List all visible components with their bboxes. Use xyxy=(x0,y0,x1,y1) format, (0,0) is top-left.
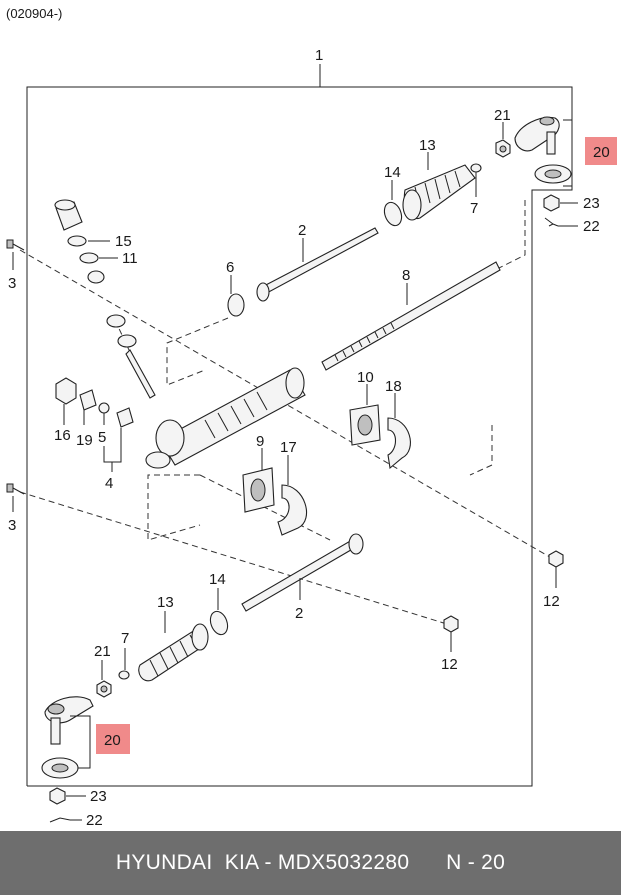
callout-15: 15 xyxy=(115,233,132,250)
callout-22-upper: 22 xyxy=(583,218,600,235)
callout-13-upper: 13 xyxy=(419,137,436,154)
boot-clamp-lower xyxy=(209,588,229,636)
yoke-plug-19 xyxy=(79,389,97,425)
mounting-bracket-18 xyxy=(387,393,411,470)
bellows-boot-lower xyxy=(138,611,209,682)
callout-11: 11 xyxy=(122,250,138,267)
rack xyxy=(321,261,501,371)
pinion-shaft xyxy=(87,270,156,399)
callout-12-lower: 12 xyxy=(441,656,458,673)
callout-6: 6 xyxy=(226,259,234,276)
callout-17: 17 xyxy=(280,439,297,456)
callout-2-upper: 2 xyxy=(298,222,306,239)
jam-nut-upper xyxy=(495,122,511,158)
alignment-dashes xyxy=(19,200,556,626)
callout-16: 16 xyxy=(54,427,71,444)
tie-rod-end-lower xyxy=(41,696,94,779)
support-yoke-4 xyxy=(103,407,134,472)
pinion-seal xyxy=(79,252,118,264)
callout-22-lower: 22 xyxy=(86,812,103,829)
footer-bar: HYUNDAI KIA - MDX5032280 N - 20 xyxy=(0,831,621,895)
callout-5: 5 xyxy=(98,429,106,446)
callout-12-upper: 12 xyxy=(543,593,560,610)
boot-clip-lower xyxy=(118,648,130,680)
boot-clamp-upper xyxy=(383,180,403,227)
callout-10: 10 xyxy=(357,369,374,386)
lock-nut-16 xyxy=(55,377,77,425)
callout-assembly: 1 xyxy=(315,47,323,64)
callout-23-upper: 23 xyxy=(583,195,600,212)
footer-brand-part-number: HYUNDAI KIA - MDX5032280 xyxy=(115,851,410,874)
steering-gear-exploded-diagram: (020904-) 1 20 21 13 xyxy=(6,6,617,829)
callout-14-upper: 14 xyxy=(384,164,401,181)
callout-13-lower: 13 xyxy=(157,594,174,611)
boot-clip-upper xyxy=(470,163,482,197)
tie-rod-upper xyxy=(256,227,379,302)
callout-19: 19 xyxy=(76,432,93,449)
callout-7-lower: 7 xyxy=(121,630,129,647)
assembly-frame xyxy=(26,64,573,787)
mounting-bushing-10 xyxy=(349,384,381,446)
bellows-boot-upper xyxy=(402,152,476,221)
callout-23-lower: 23 xyxy=(90,788,107,805)
mounting-bolt-upper xyxy=(6,239,25,270)
callout-4: 4 xyxy=(105,475,113,492)
callout-7-upper: 7 xyxy=(470,200,478,217)
callout-20-upper-highlight xyxy=(585,137,617,165)
callout-2-lower: 2 xyxy=(295,605,303,622)
callout-20-upper: 20 xyxy=(593,144,610,161)
callout-3-lower: 3 xyxy=(8,517,16,534)
callout-3-upper: 3 xyxy=(8,275,16,292)
mounting-bracket-17 xyxy=(277,455,308,536)
callout-20-lower-highlight xyxy=(96,724,130,754)
mounting-bushing-9 xyxy=(242,448,275,513)
callout-14-lower: 14 xyxy=(209,571,226,588)
spring-5 xyxy=(98,402,110,425)
callout-21-lower: 21 xyxy=(94,643,111,660)
steering-gear-housing xyxy=(145,367,306,469)
callout-8: 8 xyxy=(402,267,410,284)
tie-rod-end-upper xyxy=(514,116,573,187)
mounting-bolt-lower xyxy=(6,483,25,512)
mounting-nut-upper-12 xyxy=(548,550,564,588)
inner-ball-joint xyxy=(227,275,245,317)
mounting-nut-lower-12 xyxy=(443,615,459,652)
callout-18: 18 xyxy=(385,378,402,395)
jam-nut-lower xyxy=(96,660,112,698)
callout-21-upper: 21 xyxy=(494,107,511,124)
pinion-cover xyxy=(54,199,110,247)
cotter-pin-lower xyxy=(49,817,82,823)
tie-rod-lower xyxy=(241,533,364,612)
callout-20-lower: 20 xyxy=(104,732,121,749)
footer-spacer xyxy=(409,851,446,875)
revision-code: (020904-) xyxy=(6,6,62,21)
castle-nut-upper xyxy=(543,194,578,212)
callout-9: 9 xyxy=(256,433,264,450)
cotter-pin-upper xyxy=(544,217,578,227)
footer-page-number: N - 20 xyxy=(446,851,506,874)
castle-nut-lower xyxy=(49,787,86,805)
